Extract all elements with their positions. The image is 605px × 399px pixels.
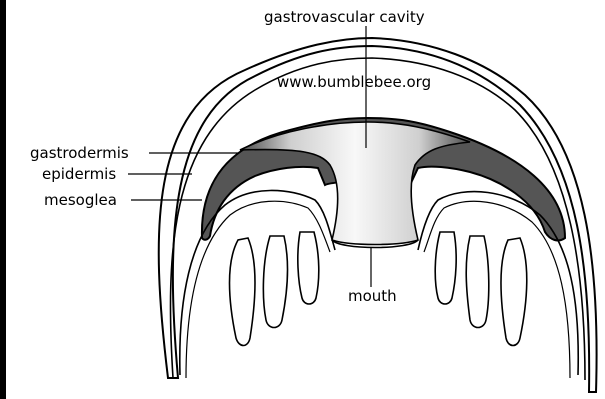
tentacle-left-1 [230,238,256,346]
tentacle-right-2 [466,236,489,328]
tentacle-left-2 [263,236,287,328]
tentacle-left-3 [298,232,319,304]
label-mesoglea: mesoglea [44,191,117,209]
watermark-text: www.bumblebee.org [277,73,431,91]
label-gastrovascular-cavity: gastrovascular cavity [264,8,425,26]
label-epidermis: epidermis [42,165,116,183]
tentacle-right-3 [501,238,527,346]
tentacle-right-1 [435,232,456,304]
label-mouth: mouth [347,287,398,305]
gastrovascular-cavity-shape [240,122,470,245]
label-gastrodermis: gastrodermis [30,144,129,162]
